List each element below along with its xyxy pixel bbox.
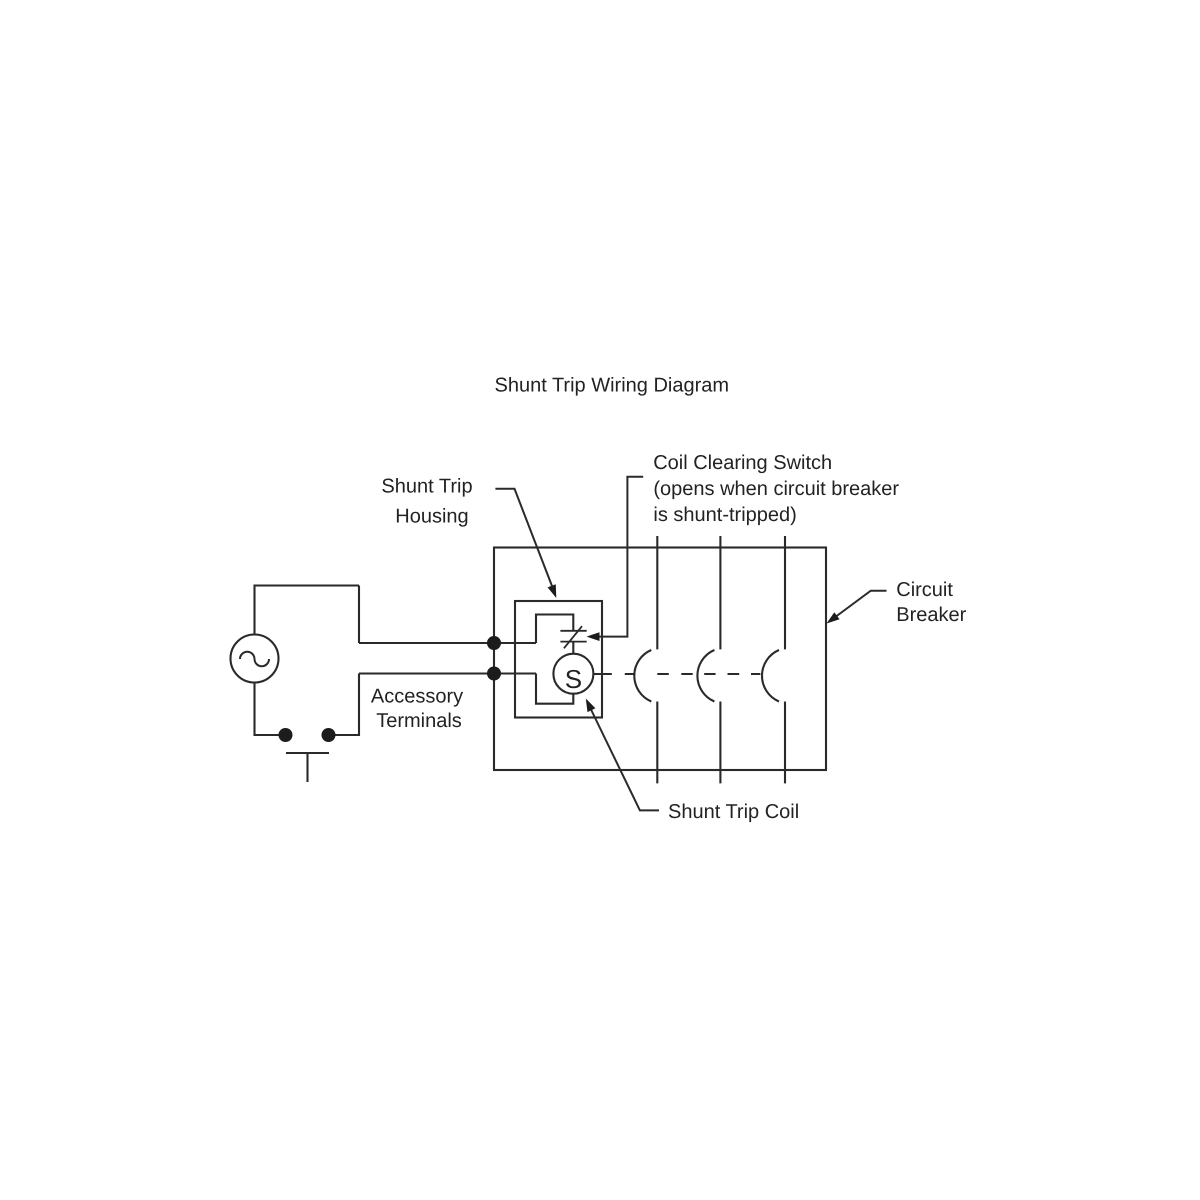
svg-text:Shunt Trip: Shunt Trip xyxy=(381,476,472,498)
svg-text:is shunt-tripped): is shunt-tripped) xyxy=(653,504,796,526)
svg-text:Coil Clearing Switch: Coil Clearing Switch xyxy=(653,452,832,474)
svg-text:Terminals: Terminals xyxy=(376,710,462,732)
svg-text:Accessory: Accessory xyxy=(371,686,463,708)
svg-text:Shunt Trip Coil: Shunt Trip Coil xyxy=(668,801,799,823)
svg-text:(opens when circuit breaker: (opens when circuit breaker xyxy=(653,478,899,500)
svg-text:Breaker: Breaker xyxy=(896,604,966,626)
svg-text:Shunt Trip Wiring Diagram: Shunt Trip Wiring Diagram xyxy=(495,374,730,396)
svg-text:Housing: Housing xyxy=(395,506,468,528)
svg-text:Circuit: Circuit xyxy=(896,579,953,601)
svg-text:S: S xyxy=(565,664,582,694)
